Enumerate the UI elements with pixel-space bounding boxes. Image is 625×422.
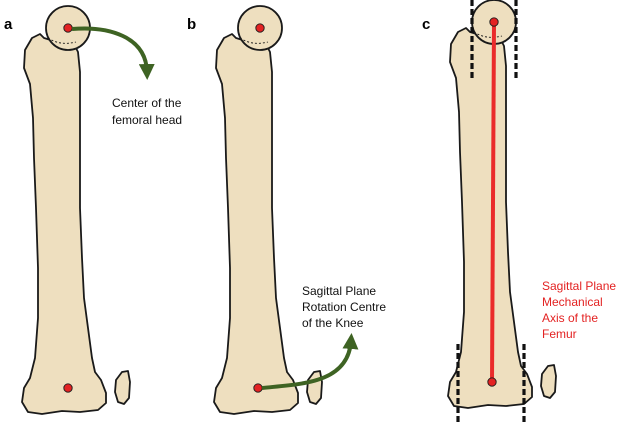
femur-b — [213, 5, 323, 415]
head-center-label-line-2: femoral head — [112, 113, 182, 127]
patella-c — [540, 364, 557, 399]
knee-rotation-arrow — [261, 333, 359, 390]
femur-shaft-a — [21, 33, 107, 415]
head-center-marker-a — [63, 23, 73, 33]
panel-letter-c: c — [422, 16, 430, 33]
knee-center-marker-a — [63, 383, 73, 393]
knee-rotation-label-line-3: of the Knee — [302, 316, 364, 330]
mechanical-axis-line — [490, 21, 496, 383]
head-center-label: Center of the femoral head — [112, 96, 185, 127]
mechanical-axis-label: Sagittal Plane Mechanical Axis of the Fe… — [542, 279, 619, 341]
panel-c: c Sagittal Plane Mechanical Axis of the … — [422, 0, 619, 422]
knee-rotation-center-marker — [253, 383, 263, 393]
patella-b — [306, 370, 323, 405]
panel-a: a Center of the femoral head — [4, 5, 185, 415]
axis-top-marker — [489, 17, 499, 27]
mechanical-axis-label-line-1: Sagittal Plane — [542, 279, 616, 293]
femur-shaft-b — [213, 33, 299, 415]
mechanical-axis-label-line-3: Axis of the — [542, 311, 598, 325]
knee-rotation-label-line-2: Rotation Centre — [302, 300, 386, 314]
femur-c — [447, 0, 557, 409]
mechanical-axis-label-line-2: Mechanical — [542, 295, 603, 309]
knee-rotation-label: Sagittal Plane Rotation Centre of the Kn… — [302, 284, 389, 330]
femur-shaft-c — [447, 27, 533, 409]
panel-letter-b: b — [187, 16, 196, 33]
panel-letter-a: a — [4, 16, 13, 33]
patella-a — [114, 370, 131, 405]
panel-b: b Sagittal Plane Rotation Centre of the … — [187, 5, 389, 415]
femur-a — [21, 5, 131, 415]
mechanical-axis-label-line-4: Femur — [542, 327, 577, 341]
head-center-label-line-1: Center of the — [112, 96, 182, 110]
axis-bottom-marker — [487, 377, 497, 387]
head-center-arrow — [71, 26, 155, 80]
knee-rotation-label-line-1: Sagittal Plane — [302, 284, 376, 298]
head-center-marker-b — [255, 23, 265, 33]
